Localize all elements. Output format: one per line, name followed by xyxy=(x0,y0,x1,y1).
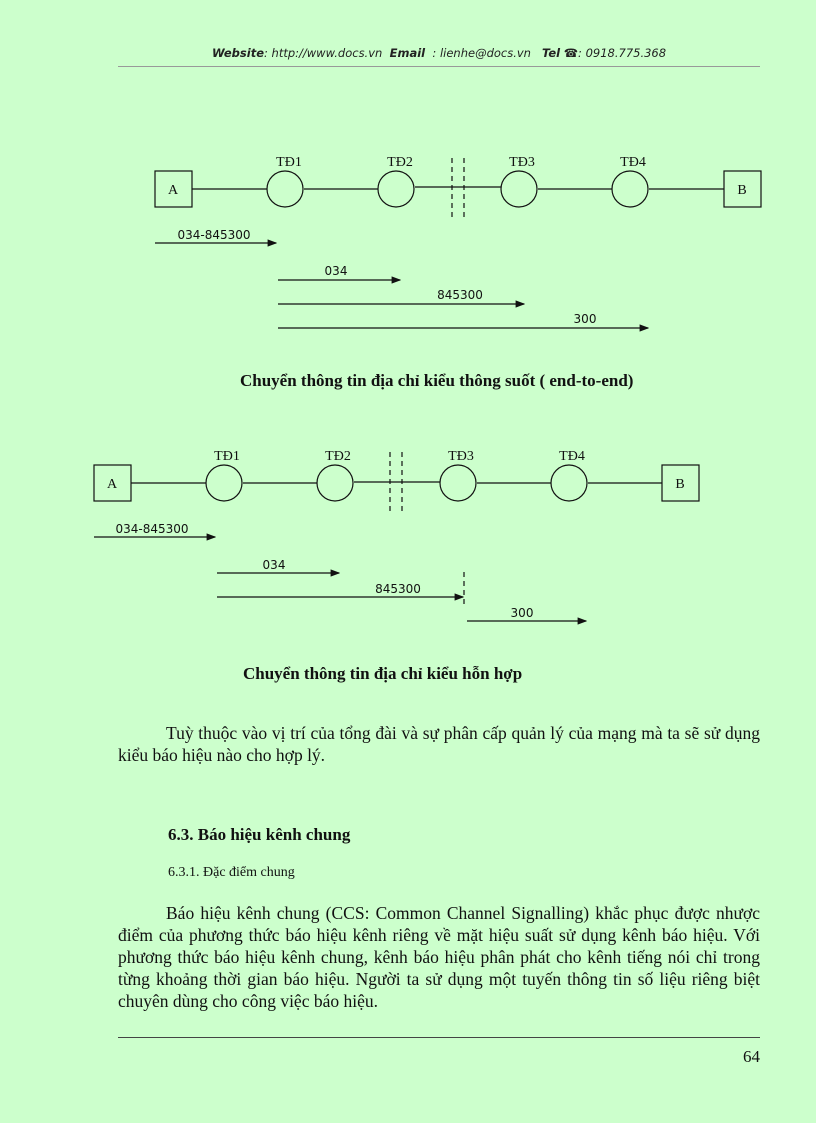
arrow-label: 034 xyxy=(325,264,348,278)
arrow-label: 034 xyxy=(263,558,286,572)
endpoint-b-box xyxy=(661,464,700,502)
endpoint-b-label: B xyxy=(675,477,684,492)
endpoint-b-box xyxy=(723,170,762,208)
arrow-label: 034-845300 xyxy=(177,228,250,242)
website-value: : http://www.docs.vn xyxy=(264,46,383,60)
endpoint-a-label: A xyxy=(107,477,118,492)
endpoint-a-box xyxy=(93,464,132,502)
exchange-node xyxy=(611,170,649,208)
exchange-node xyxy=(266,170,304,208)
exchange-node xyxy=(377,170,415,208)
exchange-node xyxy=(205,464,243,502)
tel-label: Tel xyxy=(541,46,561,60)
arrow-label: 845300 xyxy=(437,288,483,302)
endpoint-a-label: A xyxy=(168,183,179,198)
section-heading: 6.3. Báo hiệu kênh chung xyxy=(168,825,351,844)
diagram-end-to-end: A B TĐ1 TĐ2 TĐ3 TĐ4 034-845300 034 84530… xyxy=(154,155,762,332)
subsection-heading: 6.3.1. Đặc điểm chung xyxy=(168,865,295,880)
node-label: TĐ3 xyxy=(509,155,535,170)
page-header: Website: http://www.docs.vn Email : lien… xyxy=(118,46,760,60)
exchange-node xyxy=(316,464,354,502)
node-label: TĐ1 xyxy=(276,155,302,170)
exchange-node xyxy=(550,464,588,502)
body-paragraph: Báo hiệu kênh chung (CCS: Common Channel… xyxy=(118,902,760,1012)
arrow-label: 845300 xyxy=(375,582,421,596)
body-paragraph: Tuỳ thuộc vào vị trí của tổng đài và sự … xyxy=(118,722,760,766)
phone-icon: ☎ xyxy=(563,46,579,60)
page-number: 64 xyxy=(743,1047,760,1066)
diagram-caption: Chuyển thông tin địa chỉ kiểu thông suốt… xyxy=(240,371,634,390)
header-divider xyxy=(118,66,760,67)
node-label: TĐ4 xyxy=(559,449,585,464)
website-label: Website xyxy=(211,46,265,60)
email-value: : lienhe@docs.vn xyxy=(432,46,531,60)
node-label: TĐ2 xyxy=(325,449,351,464)
arrow-label: 300 xyxy=(574,312,597,326)
node-label: TĐ1 xyxy=(214,449,240,464)
node-label: TĐ2 xyxy=(387,155,413,170)
exchange-node xyxy=(439,464,477,502)
endpoint-b-label: B xyxy=(737,183,746,198)
email-label: Email xyxy=(389,46,426,60)
diagram-mixed: A B TĐ1 TĐ2 TĐ3 TĐ4 034-845300 034 84530… xyxy=(93,449,700,625)
arrow-label: 034-845300 xyxy=(115,522,188,536)
endpoint-a-box xyxy=(154,170,193,208)
arrow-label: 300 xyxy=(511,606,534,620)
footer-divider xyxy=(118,1037,760,1038)
exchange-node xyxy=(500,170,538,208)
tel-value: : 0918.775.368 xyxy=(578,46,667,60)
node-label: TĐ4 xyxy=(620,155,646,170)
node-label: TĐ3 xyxy=(448,449,474,464)
paragraph-text: Báo hiệu kênh chung (CCS: Common Channel… xyxy=(118,903,760,1011)
paragraph-text: Tuỳ thuộc vào vị trí của tổng đài và sự … xyxy=(118,723,760,765)
diagram-caption: Chuyển thông tin địa chỉ kiểu hỗn hợp xyxy=(243,664,523,683)
